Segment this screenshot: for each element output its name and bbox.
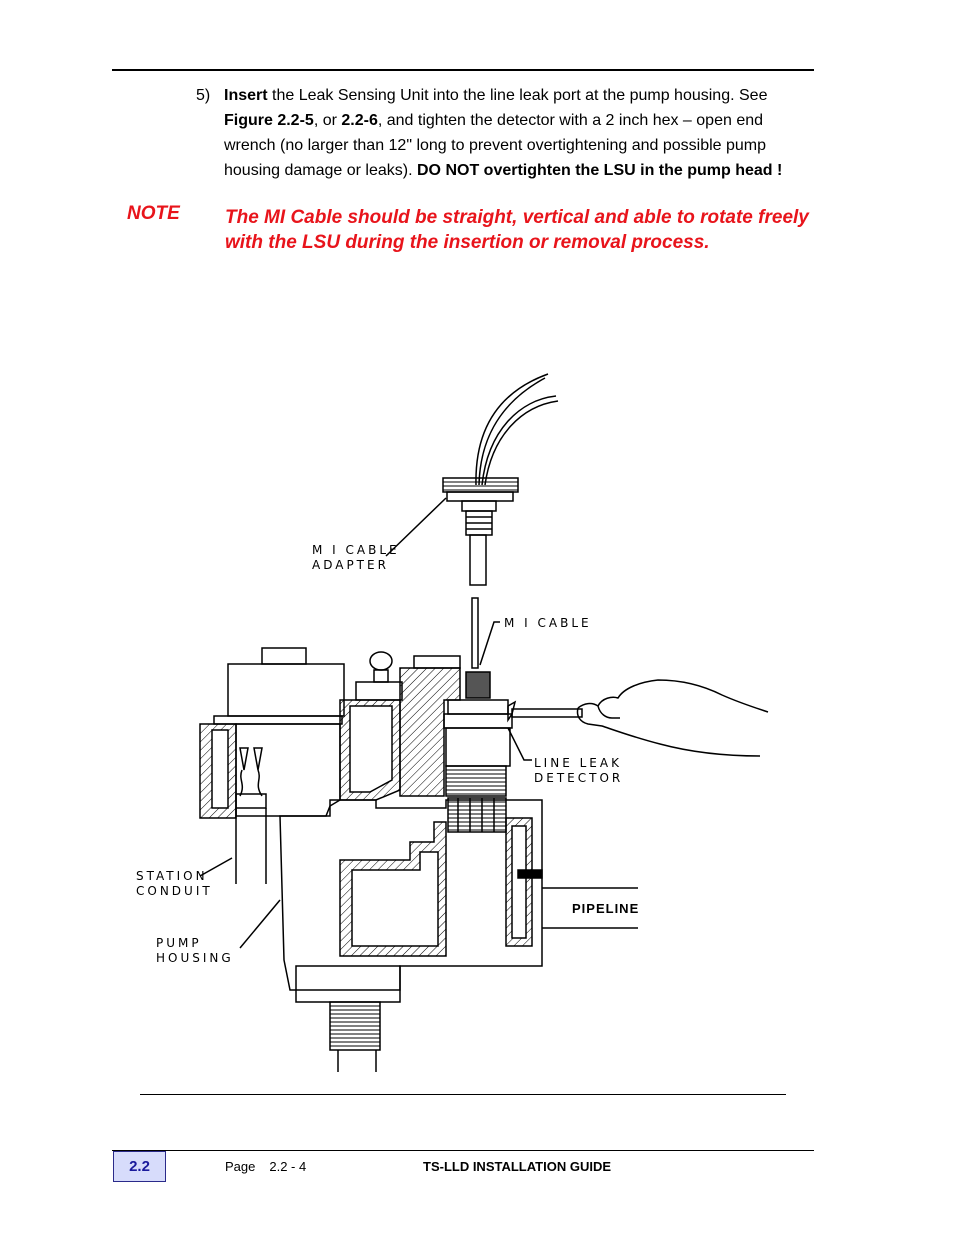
pump-housing bbox=[199, 647, 638, 1072]
section-tag: 2.2 bbox=[113, 1151, 166, 1182]
footer-rule bbox=[112, 1150, 814, 1151]
cable-gland bbox=[465, 671, 491, 699]
mi-cable-segment bbox=[471, 597, 479, 669]
mi-cable-wires bbox=[475, 373, 559, 486]
guide-title: TS-LLD INSTALLATION GUIDE bbox=[423, 1159, 611, 1174]
page-number: 2.2 - 4 bbox=[269, 1159, 307, 1174]
step-text-segment: the Leak Sensing Unit into the line leak… bbox=[267, 87, 768, 104]
leader-lines bbox=[199, 497, 532, 949]
step-text-segment: , or bbox=[313, 112, 342, 129]
step-emphasis: DO NOT overtighten the LSU in the pump h… bbox=[417, 162, 783, 179]
step-number: 5) bbox=[196, 87, 211, 104]
page-label: Page bbox=[225, 1159, 256, 1174]
step-text-segment: , and tighten the detector with a 2 inch… bbox=[224, 112, 767, 179]
hand bbox=[576, 679, 769, 757]
step-emphasis: Insert bbox=[224, 87, 268, 104]
note-label: NOTE bbox=[127, 203, 180, 224]
page-indicator: Page 2.2 - 4 bbox=[225, 1159, 306, 1174]
label-mi-cable: M I CABLE bbox=[504, 616, 592, 630]
step-emphasis: Figure 2.2-5 bbox=[224, 112, 314, 129]
label-pipeline: PIPELINE bbox=[572, 901, 639, 916]
figure-bottom-rule bbox=[140, 1094, 786, 1095]
step-text: Insert the Leak Sensing Unit into the li… bbox=[224, 83, 804, 183]
mi-cable-adapter bbox=[442, 477, 519, 586]
note-text: The MI Cable should be straight, vertica… bbox=[225, 207, 809, 253]
line-leak-detector bbox=[443, 699, 513, 833]
wrench bbox=[507, 700, 583, 723]
header-rule bbox=[112, 69, 814, 71]
step-emphasis: 2.2-6 bbox=[341, 112, 378, 129]
